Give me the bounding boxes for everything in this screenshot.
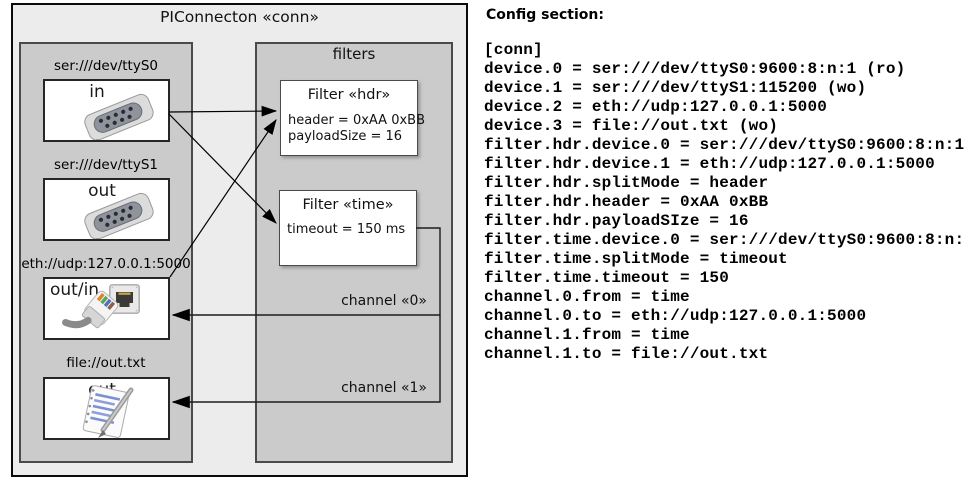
config-section: Config section: [conn] device.0 = ser://…	[484, 0, 964, 484]
notepad-pen-icon	[82, 385, 134, 438]
filter-title: Filter «time»	[302, 197, 394, 213]
filter-node-hdr: Filter «hdr» header = 0xAA 0xBB payloadS…	[280, 80, 426, 156]
filter-title: Filter «hdr»	[307, 87, 391, 103]
device-label-eth: eth://udp:127.0.0.1:5000	[21, 256, 191, 272]
serial-connector-icon	[84, 192, 154, 239]
device-direction: out/in	[50, 280, 100, 300]
device-label-file: file://out.txt	[66, 355, 146, 371]
filter-attributes: timeout = 150 ms	[287, 222, 406, 237]
channel-1-label: channel «1»	[341, 380, 427, 396]
filters-group-title: filters	[332, 45, 376, 63]
ethernet-cable-icon	[62, 290, 119, 329]
channel-0-label: channel «0»	[341, 293, 427, 309]
device-label-ttys0: ser:///dev/ttyS0	[54, 58, 158, 74]
device-label-ttys1: ser:///dev/ttyS1	[54, 157, 158, 173]
filter-node-time: Filter «time» timeout = 150 ms	[279, 190, 417, 266]
device-node-ttys1: out	[43, 178, 170, 241]
config-text-block: [conn] device.0 = ser:///dev/ttyS0:9600:…	[484, 41, 964, 363]
device-direction: in	[89, 82, 105, 102]
diagram-title: PIConnecton «conn»	[160, 8, 319, 26]
config-section-heading: Config section:	[486, 7, 604, 23]
filter-attributes: header = 0xAA 0xBB payloadSize = 16	[288, 113, 426, 144]
device-node-eth: out/in	[43, 277, 170, 340]
device-node-file: out	[43, 377, 170, 440]
device-node-ttys0: in	[43, 79, 170, 142]
device-direction: out	[88, 181, 116, 201]
serial-connector-icon	[84, 93, 154, 140]
piconnector-diagram: PIConnecton «conn» filters ser:///dev/tt…	[0, 0, 480, 484]
